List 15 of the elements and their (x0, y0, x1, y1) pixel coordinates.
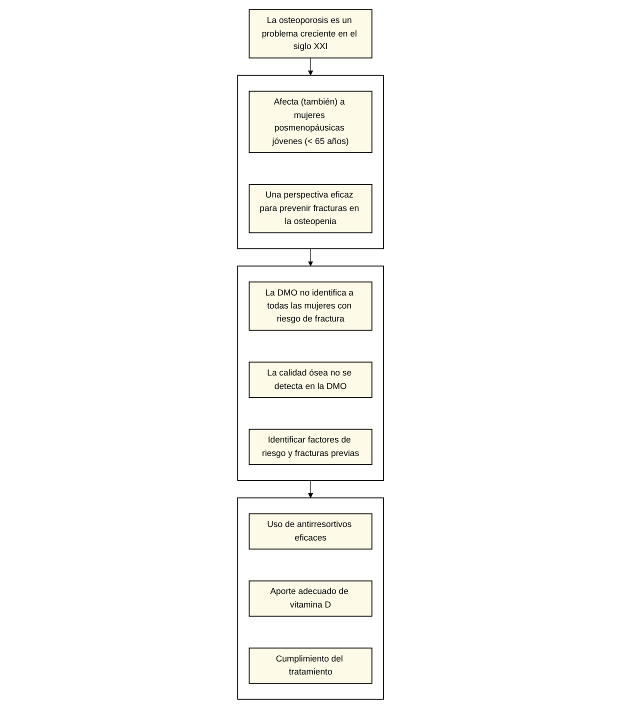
node-box: Afecta (también) a mujeres posmenopáusicas jóvenes (< 65 años) (248, 90, 372, 154)
node-box: Identificar factores de riesgo y fracturas previas (248, 428, 372, 466)
node-box: La calidad ósea no se detecta en la DMO (248, 362, 372, 398)
node-box: Cumplimiento del tratamiento (248, 648, 372, 684)
arrow (308, 248, 314, 266)
cluster (237, 74, 384, 250)
arrow (308, 58, 314, 76)
cluster (237, 266, 384, 481)
node-box: Aporte adecuado de vitamina D (248, 580, 372, 617)
node-box: La DMO no identifica a todas las mujeres con riesgo de fractura (248, 282, 372, 331)
node-box: La osteoporosis es un problema creciente en el siglo XXI (248, 9, 372, 58)
cluster (237, 497, 384, 700)
arrow (308, 480, 314, 498)
node-box: Una perspectiva eficaz para prevenir fracturas en la osteopenia (248, 184, 372, 234)
node-box: Uso de antirresortivos eficaces (248, 513, 372, 550)
